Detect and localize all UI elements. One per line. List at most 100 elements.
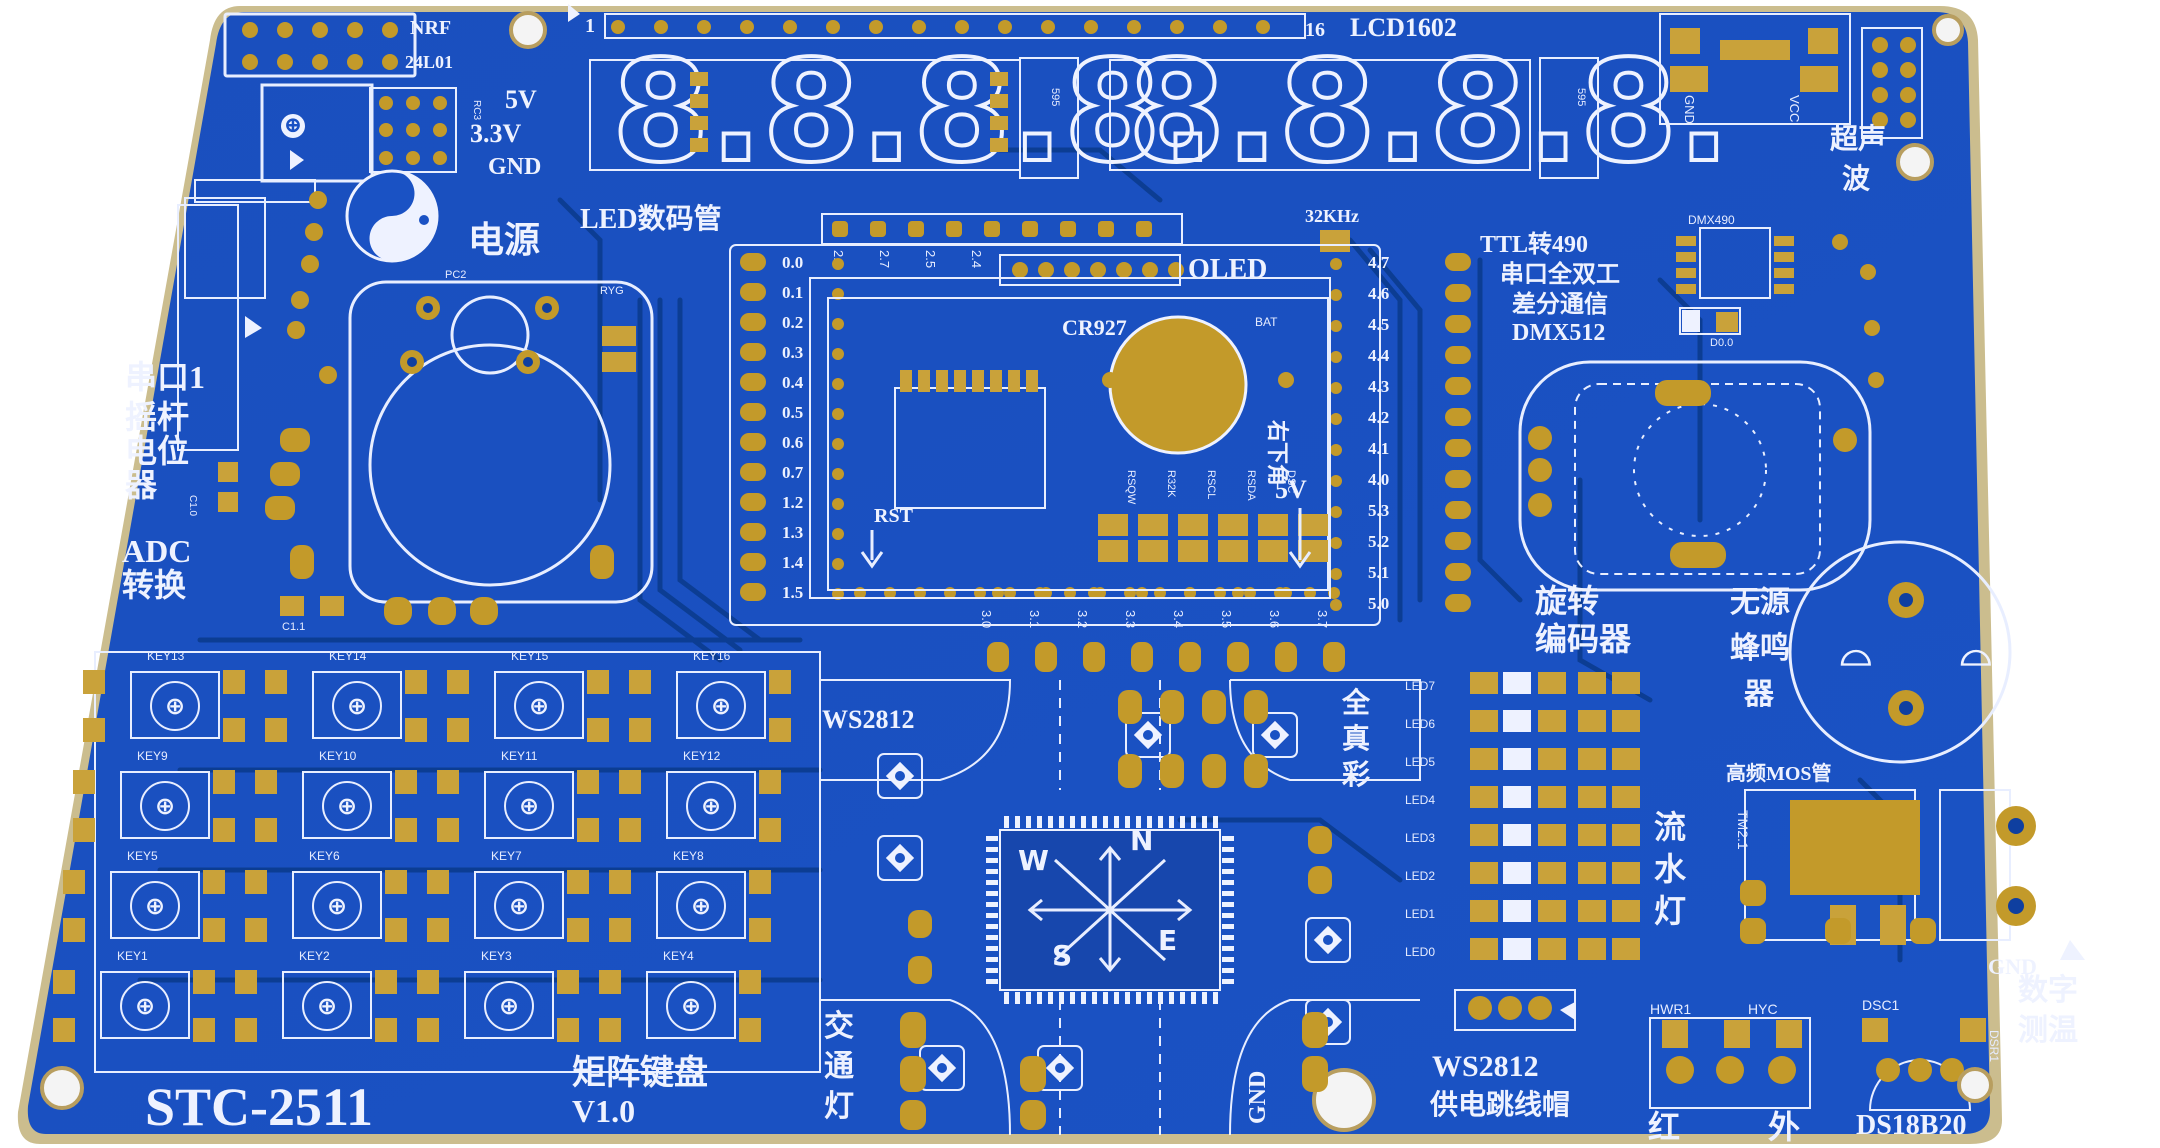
- led-body: [1503, 710, 1531, 732]
- key-pad: [759, 770, 781, 794]
- rtc-pin-label: R32K: [1165, 470, 1177, 498]
- dmx-pad: [1774, 252, 1794, 262]
- qfp-pin: [1070, 816, 1075, 828]
- key-button: [312, 881, 362, 931]
- bottom-pin-label: 3.0: [979, 610, 994, 628]
- pin16-label: 16: [1305, 19, 1325, 41]
- gnd-bottom-label: GND: [1245, 1071, 1271, 1124]
- rtc-pad: [1138, 540, 1168, 562]
- key-pad: [375, 970, 397, 994]
- resistor-pad: [1612, 748, 1640, 770]
- lcd-pin: [1127, 20, 1141, 34]
- resistor-pad: [1612, 824, 1640, 846]
- led-body: [1503, 748, 1531, 770]
- bottom-pin-pad: [1227, 642, 1249, 672]
- buzzer-label-2: 蜂鸣: [1730, 632, 1790, 665]
- qfp-pin: [1037, 816, 1042, 828]
- key-plus-icon: ⊕: [691, 892, 711, 920]
- qfp-pin: [1222, 924, 1234, 929]
- qfp-pin: [986, 891, 998, 896]
- traffic-led-pad: [908, 910, 932, 938]
- lcd-pin: [783, 20, 797, 34]
- resistor-pad: [1612, 938, 1640, 960]
- key-pad: [63, 870, 85, 894]
- key-label: KEY7: [491, 849, 522, 863]
- key-pad: [437, 770, 459, 794]
- key-pad: [265, 718, 287, 742]
- right-pin-label: 4.5: [1368, 315, 1389, 334]
- left-pin-label: 0.3: [782, 343, 803, 362]
- mos-label: 高频MOS管: [1726, 761, 1832, 785]
- key-plus-icon: ⊕: [499, 992, 519, 1020]
- key-pad: [235, 970, 257, 994]
- led-pad: [1538, 710, 1566, 732]
- mount-hole-tl: [509, 11, 547, 49]
- key-pad: [417, 970, 439, 994]
- right-pin-pad: [1445, 594, 1471, 612]
- qfp-pin: [1136, 992, 1141, 1004]
- right-pin-pad: [1445, 563, 1471, 581]
- ttl-label-2: 串口全双工: [1500, 260, 1620, 288]
- mount-hole-bc: [1312, 1068, 1376, 1132]
- oled-pin: [1038, 262, 1054, 278]
- qfp-pin: [1059, 816, 1064, 828]
- right-pin-label: 5.3: [1368, 501, 1389, 520]
- bottom-pin-pad: [1035, 642, 1057, 672]
- left-inner-pin: [832, 498, 844, 510]
- left-inner-pin: [832, 318, 844, 330]
- key-label: KEY9: [137, 749, 168, 763]
- led-pad: [1470, 900, 1498, 922]
- ir-label-2: 外: [1768, 1109, 1800, 1145]
- key-label: KEY1: [117, 949, 148, 963]
- ws2812-led: [877, 753, 923, 799]
- left-pin-pad: [740, 253, 766, 271]
- left-pin-label: 0.6: [782, 433, 803, 452]
- svg-text:⌓: ⌓: [1840, 629, 1872, 675]
- ws2812-jumper-label: WS2812: [1432, 1050, 1539, 1083]
- resistor-pad: [1578, 938, 1606, 960]
- qfp-pin: [1103, 816, 1108, 828]
- qfp-pin: [1222, 847, 1234, 852]
- key-outline: [656, 871, 746, 939]
- left-pin-label: 0.2: [782, 313, 803, 332]
- dmx-pad: [1774, 268, 1794, 278]
- key-button: [504, 781, 554, 831]
- key-pad: [395, 770, 417, 794]
- qfp-pin: [986, 858, 998, 863]
- resistor-pad: [1578, 748, 1606, 770]
- right-pin-pad: [1445, 501, 1471, 519]
- rtc-pad: [1138, 514, 1168, 536]
- joystick[interactable]: [265, 280, 654, 625]
- qfp-pin: [1070, 992, 1075, 1004]
- ttl-label-1: TTL转490: [1480, 230, 1588, 258]
- right-inner-pin: [1330, 320, 1342, 332]
- svg-text:C1.1: C1.1: [282, 621, 305, 633]
- qfp-pin: [1092, 992, 1097, 1004]
- qfp-pin: [1048, 992, 1053, 1004]
- dmx-pad: [1676, 284, 1696, 294]
- left-pin-label: 1.4: [782, 553, 804, 572]
- led-label: LED3: [1405, 831, 1435, 845]
- left-pin-pad: [740, 373, 766, 391]
- lcd-pin: [1213, 20, 1227, 34]
- oled-pin: [1116, 262, 1132, 278]
- qfp-pin: [1222, 902, 1234, 907]
- led-body: [1503, 862, 1531, 884]
- rtc-pin-label: RSCL: [1205, 470, 1217, 499]
- qfp-pin: [1222, 858, 1234, 863]
- ws2812-led: [1252, 712, 1298, 758]
- key-pad: [577, 818, 599, 842]
- resistor-pad: [1612, 672, 1640, 694]
- key-outline: [282, 971, 372, 1039]
- qfp-pin: [1191, 992, 1196, 1004]
- mos-side-pads: [1740, 880, 1936, 944]
- key-outline: [110, 871, 200, 939]
- key-pad: [587, 670, 609, 694]
- key-pad: [203, 918, 225, 942]
- dmx-pad: [1774, 284, 1794, 294]
- right-pin-label: 5.1: [1368, 563, 1389, 582]
- rotary-encoder[interactable]: [1518, 360, 1872, 592]
- rtc-pad: [1298, 514, 1328, 536]
- key-pad: [447, 670, 469, 694]
